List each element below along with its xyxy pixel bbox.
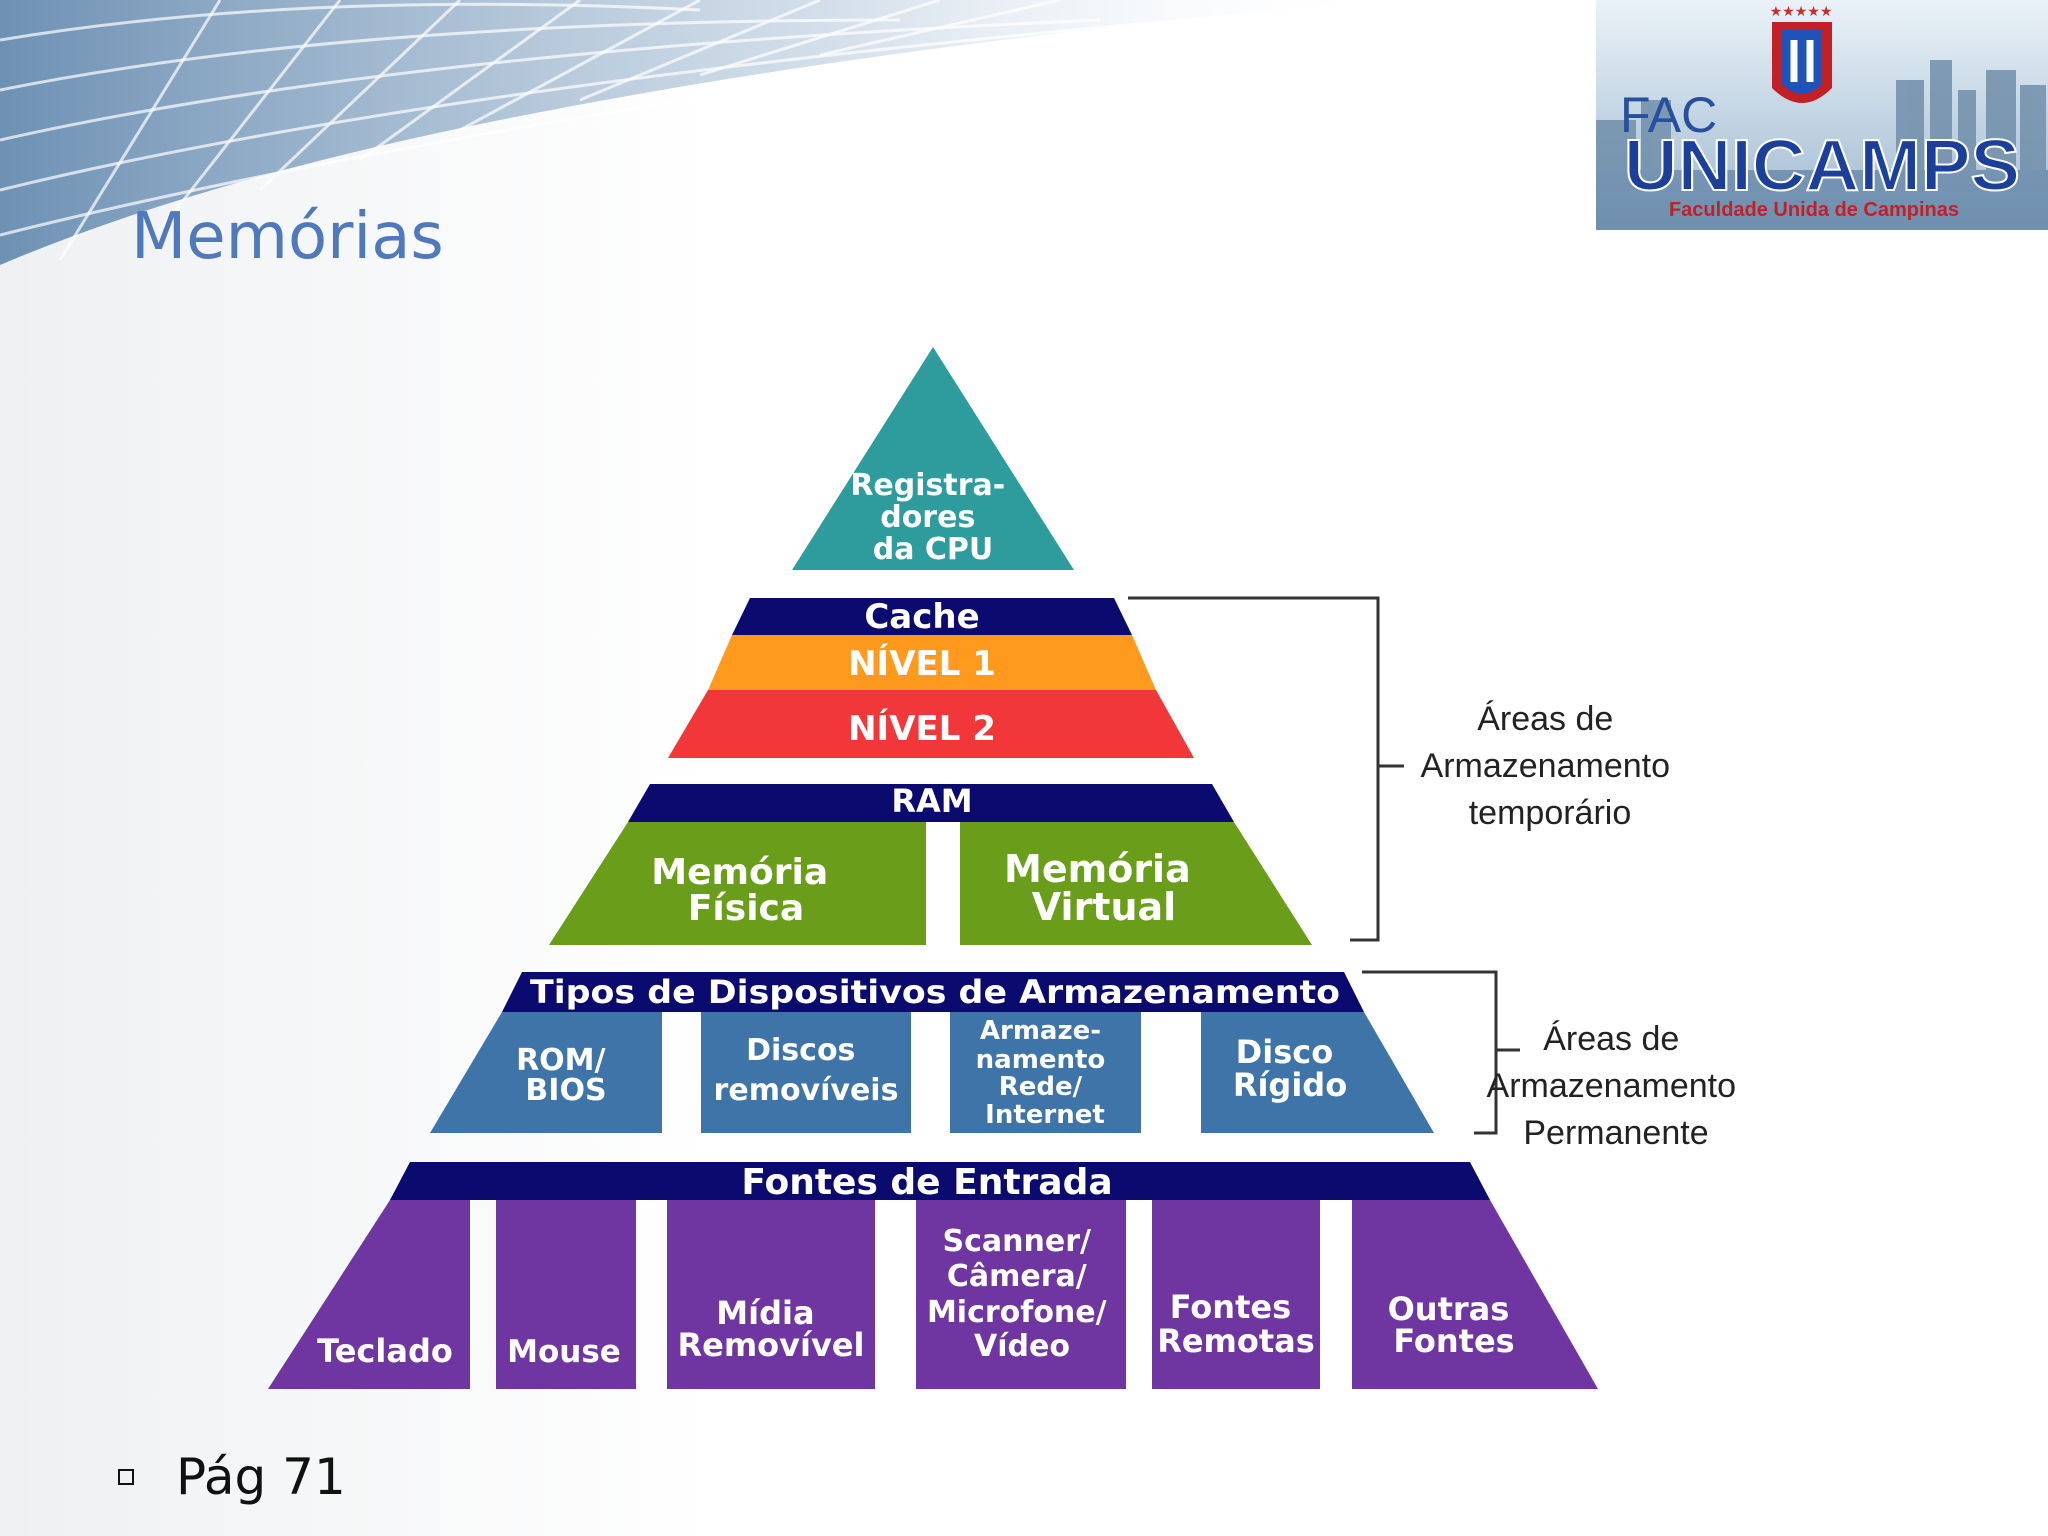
temporary-areas-label: Áreas de Armazenamento temporário	[1421, 700, 1680, 832]
hard-disk-block	[1201, 1012, 1434, 1133]
page-title: Memórias	[131, 200, 444, 274]
virtual-memory-block	[960, 822, 1312, 945]
input-header	[390, 1162, 1490, 1200]
level2-label: NÍVEL 2	[848, 708, 996, 749]
other-sources-block	[1352, 1200, 1598, 1389]
cache-header	[732, 598, 1132, 635]
rom-bios-label: ROM/ BIOS	[516, 1043, 616, 1108]
physical-memory-label: Memória Física	[651, 852, 840, 929]
registers-block	[792, 347, 1074, 570]
remote-sources-block	[1152, 1200, 1320, 1389]
ram-header	[628, 784, 1234, 822]
removable-disks-block	[701, 1012, 911, 1133]
cache-level2	[668, 690, 1194, 758]
level1-label: NÍVEL 1	[848, 643, 996, 684]
keyboard-label: Teclado	[317, 1332, 453, 1370]
logo-stars: ★★★★★	[1770, 4, 1833, 20]
other-sources-label: Outras Fontes	[1388, 1290, 1521, 1360]
permanent-areas-label: Áreas de Armazenamento Permanente	[1487, 1020, 1746, 1152]
network-storage-block	[950, 1012, 1141, 1133]
cache-level1	[708, 635, 1156, 690]
virtual-memory-label: Memória Virtual	[1004, 847, 1204, 929]
logo-tagline: Faculdade Unida de Campinas	[1669, 199, 1959, 221]
removable-disks-label: Discos removíveis	[714, 1033, 899, 1108]
page-reference: Pág 71	[118, 1448, 346, 1506]
square-bullet-icon	[118, 1469, 134, 1485]
scanner-camera-label: Scanner/ Câmera/ Microfone/ Vídeo	[927, 1224, 1117, 1364]
storage-header	[502, 972, 1364, 1012]
logo-prefix: FAC	[1620, 87, 1717, 143]
page-number-text: Pág 71	[176, 1448, 346, 1506]
removable-media-block	[667, 1200, 875, 1389]
remote-sources-label: Fontes Remotas	[1157, 1288, 1315, 1360]
mouse-label: Mouse	[507, 1334, 621, 1370]
corner-decoration	[0, 0, 1400, 265]
keyboard-block	[268, 1200, 470, 1389]
rom-bios-block	[430, 1012, 662, 1133]
faculty-logo: ★★★★★ FAC UNICAMPS Faculdade Unida de Ca…	[1596, 0, 2048, 230]
storage-label: Tipos de Dispositivos de Armazenamento	[530, 973, 1340, 1011]
ram-label: RAM	[891, 782, 972, 820]
scanner-camera-block	[916, 1200, 1126, 1389]
registers-label: Registra- dores da CPU	[850, 468, 1015, 567]
physical-memory-block	[549, 822, 926, 945]
removable-media-label: Mídia Removível	[677, 1294, 864, 1364]
mouse-block	[496, 1200, 636, 1389]
temporary-bracket	[1128, 596, 1404, 942]
permanent-bracket	[1362, 970, 1520, 1135]
cache-label: Cache	[864, 597, 979, 637]
input-label: Fontes de Entrada	[741, 1162, 1112, 1203]
logo-name: UNICAMPS	[1624, 126, 2020, 206]
network-storage-label: Armaze- namento Rede/ Internet	[976, 1016, 1115, 1130]
hard-disk-label: Disco Rígido	[1233, 1033, 1347, 1104]
